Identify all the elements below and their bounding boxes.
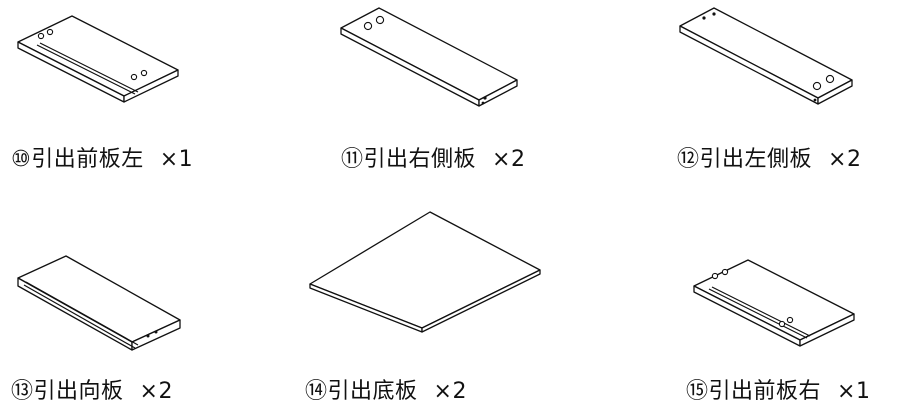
part-15-number: ⑮ <box>686 379 709 404</box>
part-10-number: ⑩ <box>11 147 32 172</box>
part-11-drawing <box>340 7 518 107</box>
part-10-qty: ×1 <box>159 147 194 172</box>
part-14: ⑭引出底板 ×2 <box>304 208 554 404</box>
part-11-qty: ×2 <box>492 147 526 172</box>
part-15-qty: ×1 <box>837 379 871 404</box>
part-11-name: 引出右側板 <box>363 147 477 172</box>
part-14-number: ⑭ <box>305 379 328 404</box>
part-15: ⑮引出前板右 ×1 <box>686 254 870 404</box>
part-12-caption: ⑫引出左側板 ×2 <box>677 141 861 173</box>
part-12-number: ⑫ <box>677 147 700 172</box>
part-10: ⑩引出前板左 ×1 <box>10 10 193 172</box>
part-15-name: 引出前板右 <box>708 379 822 404</box>
part-13: ⑬引出向板 ×2 <box>10 252 190 404</box>
part-11: ⑪引出右側板 ×2 <box>335 4 525 172</box>
part-14-drawing <box>309 211 541 333</box>
part-14-name: 引出底板 <box>327 379 418 404</box>
part-12: ⑫引出左側板 ×2 <box>674 4 864 172</box>
part-13-number: ⑬ <box>11 379 34 404</box>
part-13-drawing <box>17 255 181 351</box>
part-14-caption: ⑭引出底板 ×2 <box>305 373 467 405</box>
part-12-name: 引出左側板 <box>699 147 813 172</box>
part-10-name: 引出前板左 <box>31 147 144 172</box>
part-13-name: 引出向板 <box>33 379 124 404</box>
part-11-number: ⑪ <box>341 147 364 172</box>
part-13-qty: ×2 <box>139 379 173 404</box>
part-15-drawing <box>693 259 855 347</box>
part-11-caption: ⑪引出右側板 ×2 <box>341 141 525 173</box>
part-12-drawing <box>679 7 853 105</box>
part-10-drawing <box>17 15 179 103</box>
part-12-qty: ×2 <box>828 147 862 172</box>
part-10-caption: ⑩引出前板左 ×1 <box>11 141 193 173</box>
part-15-caption: ⑮引出前板右 ×1 <box>686 373 870 405</box>
part-13-caption: ⑬引出向板 ×2 <box>11 373 173 405</box>
part-14-qty: ×2 <box>433 379 467 404</box>
